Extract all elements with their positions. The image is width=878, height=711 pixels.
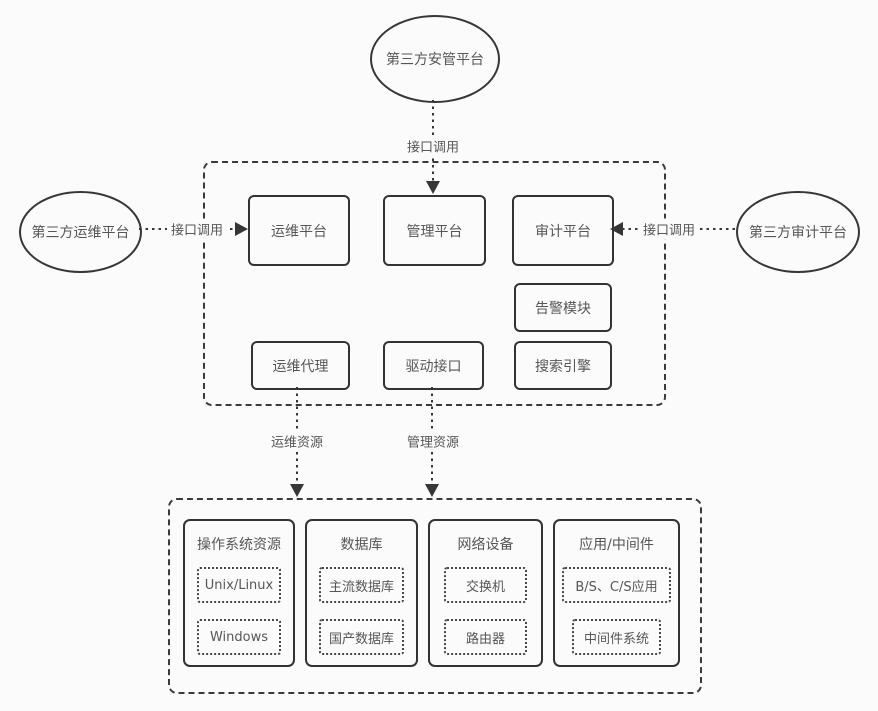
module-box-search-engine: 搜索引擎 <box>514 341 612 390</box>
resource-item-label: 中间件系统 <box>583 631 649 647</box>
ellipse-third-party-ops-platform: 第三方运维平台 <box>19 191 142 273</box>
core-platform-container <box>203 161 666 406</box>
module-box-driver-interface: 驱动接口 <box>383 341 484 390</box>
label-interface-call-left: 接口调用 <box>166 218 228 240</box>
module-label: 驱动接口 <box>405 358 462 375</box>
module-label: 管理平台 <box>406 223 463 240</box>
ellipse-label: 第三方安管平台 <box>386 52 484 68</box>
resource-group-title: 网络设备 <box>457 537 514 553</box>
ellipse-third-party-audit-platform: 第三方审计平台 <box>736 191 860 273</box>
ellipse-label: 第三方运维平台 <box>31 225 130 241</box>
module-label: 运维平台 <box>271 223 327 240</box>
resource-item-switch: 交换机 <box>444 567 527 603</box>
module-box-ops-agent: 运维代理 <box>251 341 350 390</box>
module-label: 告警模块 <box>535 300 591 317</box>
resource-group-database: 数据库 主流数据库 国产数据库 <box>305 519 418 667</box>
resource-item-windows: Windows <box>197 619 281 655</box>
resource-group-network-devices: 网络设备 交换机 路由器 <box>428 519 543 667</box>
module-box-mgmt-platform: 管理平台 <box>383 195 486 266</box>
arrowhead-down-mgmt-resource <box>425 484 439 497</box>
module-box-ops-platform: 运维平台 <box>248 195 350 266</box>
resource-group-title: 操作系统资源 <box>197 537 281 553</box>
label-mgmt-resource: 管理资源 <box>402 430 464 452</box>
resource-item-middleware-system: 中间件系统 <box>572 619 661 655</box>
module-box-alarm-module: 告警模块 <box>514 283 612 332</box>
resource-item-bs-cs-apps: B/S、C/S应用 <box>562 567 671 603</box>
resource-group-title: 应用/中间件 <box>579 537 654 553</box>
ellipse-label: 第三方审计平台 <box>749 225 847 241</box>
module-box-audit-platform: 审计平台 <box>512 195 614 266</box>
managed-resources-container <box>168 498 702 694</box>
resource-group-app-middleware: 应用/中间件 B/S、C/S应用 中间件系统 <box>553 519 680 667</box>
resource-item-unix-linux: Unix/Linux <box>197 567 281 603</box>
resource-item-label: 主流数据库 <box>328 579 394 595</box>
module-label: 审计平台 <box>535 223 591 240</box>
label-ops-resource: 运维资源 <box>266 430 328 452</box>
module-label: 运维代理 <box>272 358 329 375</box>
label-interface-call-right: 接口调用 <box>638 218 700 240</box>
resource-item-mainstream-db: 主流数据库 <box>319 567 404 603</box>
resource-item-label: 路由器 <box>465 631 505 647</box>
resource-item-label: 交换机 <box>465 579 505 595</box>
resource-item-router: 路由器 <box>444 619 527 655</box>
resource-group-os: 操作系统资源 Unix/Linux Windows <box>183 519 295 667</box>
resource-item-label: Windows <box>209 629 269 645</box>
ellipse-third-party-security-platform: 第三方安管平台 <box>370 15 500 103</box>
arrowhead-down-ops-resource <box>290 484 304 497</box>
module-label: 搜索引擎 <box>535 358 591 375</box>
resource-item-label: Unix/Linux <box>204 577 274 593</box>
resource-item-label: B/S、C/S应用 <box>575 579 658 595</box>
resource-item-label: 国产数据库 <box>328 631 394 647</box>
resource-item-domestic-db: 国产数据库 <box>319 619 404 655</box>
resource-group-title: 数据库 <box>340 537 383 553</box>
label-interface-call-top: 接口调用 <box>402 135 464 157</box>
